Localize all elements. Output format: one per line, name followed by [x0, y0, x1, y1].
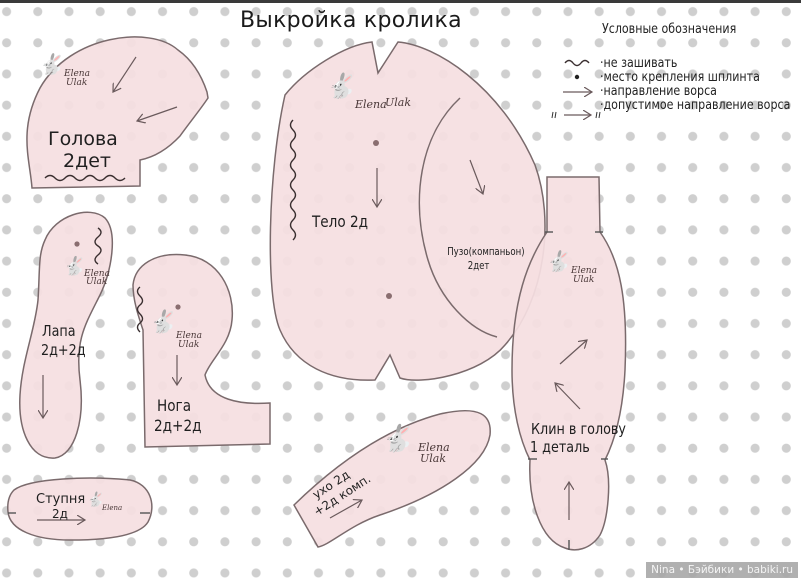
- head-count: 2дет: [63, 150, 111, 172]
- watermark: Nina • Бэйбики • babiki.ru: [646, 562, 798, 578]
- belly-seam-line: [418, 97, 498, 338]
- leg-wavy-mark: [136, 286, 144, 333]
- gusset-arrow-2: [555, 383, 581, 410]
- gusset-arrow-1: [559, 340, 587, 365]
- legend-item-pivot-point: ·место крепления шплинта: [600, 69, 760, 85]
- gusset-piece: [511, 176, 627, 551]
- legend-title: Условные обозначения: [602, 21, 737, 37]
- head-piece: [26, 36, 209, 189]
- paw-wavy-mark: [94, 227, 102, 265]
- leg-label: Нога: [157, 396, 192, 415]
- body-label: Тело 2д: [312, 212, 369, 231]
- head-wavy-mark: [44, 174, 126, 182]
- gusset-count: 1 деталь: [530, 438, 590, 456]
- notch-marks: [8, 231, 608, 550]
- foot-piece: [7, 477, 153, 541]
- body-wavy-mark: [289, 119, 297, 241]
- legend-wavy-symbol: [564, 59, 590, 67]
- legend-dot: [574, 74, 580, 80]
- body-dot-1: [373, 140, 379, 146]
- belly-label: Пузо(компаньон): [447, 245, 525, 258]
- legend-item-nap-direction: ·направление ворса: [600, 83, 717, 99]
- paw-label: Лапа: [42, 322, 76, 340]
- nap-direction-arrows: [37, 56, 592, 520]
- foot-label: Ступня: [36, 492, 86, 507]
- foot-count: 2д: [52, 507, 68, 521]
- pivot-dots: [74, 74, 580, 310]
- belly-count: 2дет: [467, 259, 490, 272]
- body-dot-2: [386, 293, 392, 299]
- legend-item-allowed-nap-direction: ·допустимое направление ворса: [600, 97, 791, 113]
- head-label: Голова: [48, 128, 118, 150]
- ear-arrow: [329, 500, 362, 519]
- belly-arrow: [469, 159, 483, 194]
- paw-count: 2д+2д: [41, 341, 86, 359]
- leg-dot: [175, 304, 181, 310]
- head-arrow-1: [113, 56, 137, 92]
- paw-dot: [74, 241, 80, 247]
- body-piece: [269, 41, 546, 381]
- legend-tick-marks: [551, 111, 601, 119]
- ear-piece: [293, 409, 491, 548]
- gusset-label: Клин в голову: [531, 420, 626, 438]
- no-sew-marks: [44, 59, 590, 333]
- head-arrow-2: [137, 106, 178, 121]
- bunny-logo-foot: 🐇Elena: [86, 492, 123, 512]
- leg-piece: [132, 253, 271, 448]
- page-title: Выкройка кролика: [240, 8, 462, 33]
- leg-count: 2д+2д: [154, 416, 202, 435]
- legend-item-do-not-sew: ·не зашивать: [600, 55, 678, 71]
- top-border: [0, 0, 801, 3]
